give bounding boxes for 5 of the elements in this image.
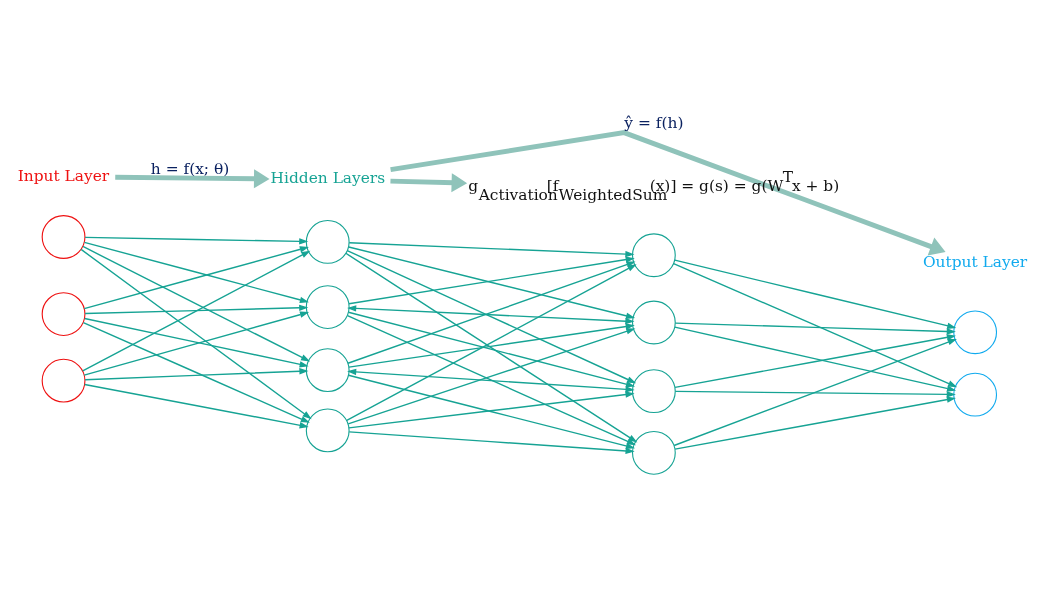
edge-label: h = f(x; θ) (150, 159, 230, 178)
node-text: Input Layer (17, 166, 110, 185)
node-text: Hidden Layers (270, 168, 386, 187)
edge-label: ŷ = f(h) (624, 113, 684, 132)
node-text: Output Layer (922, 252, 1028, 271)
